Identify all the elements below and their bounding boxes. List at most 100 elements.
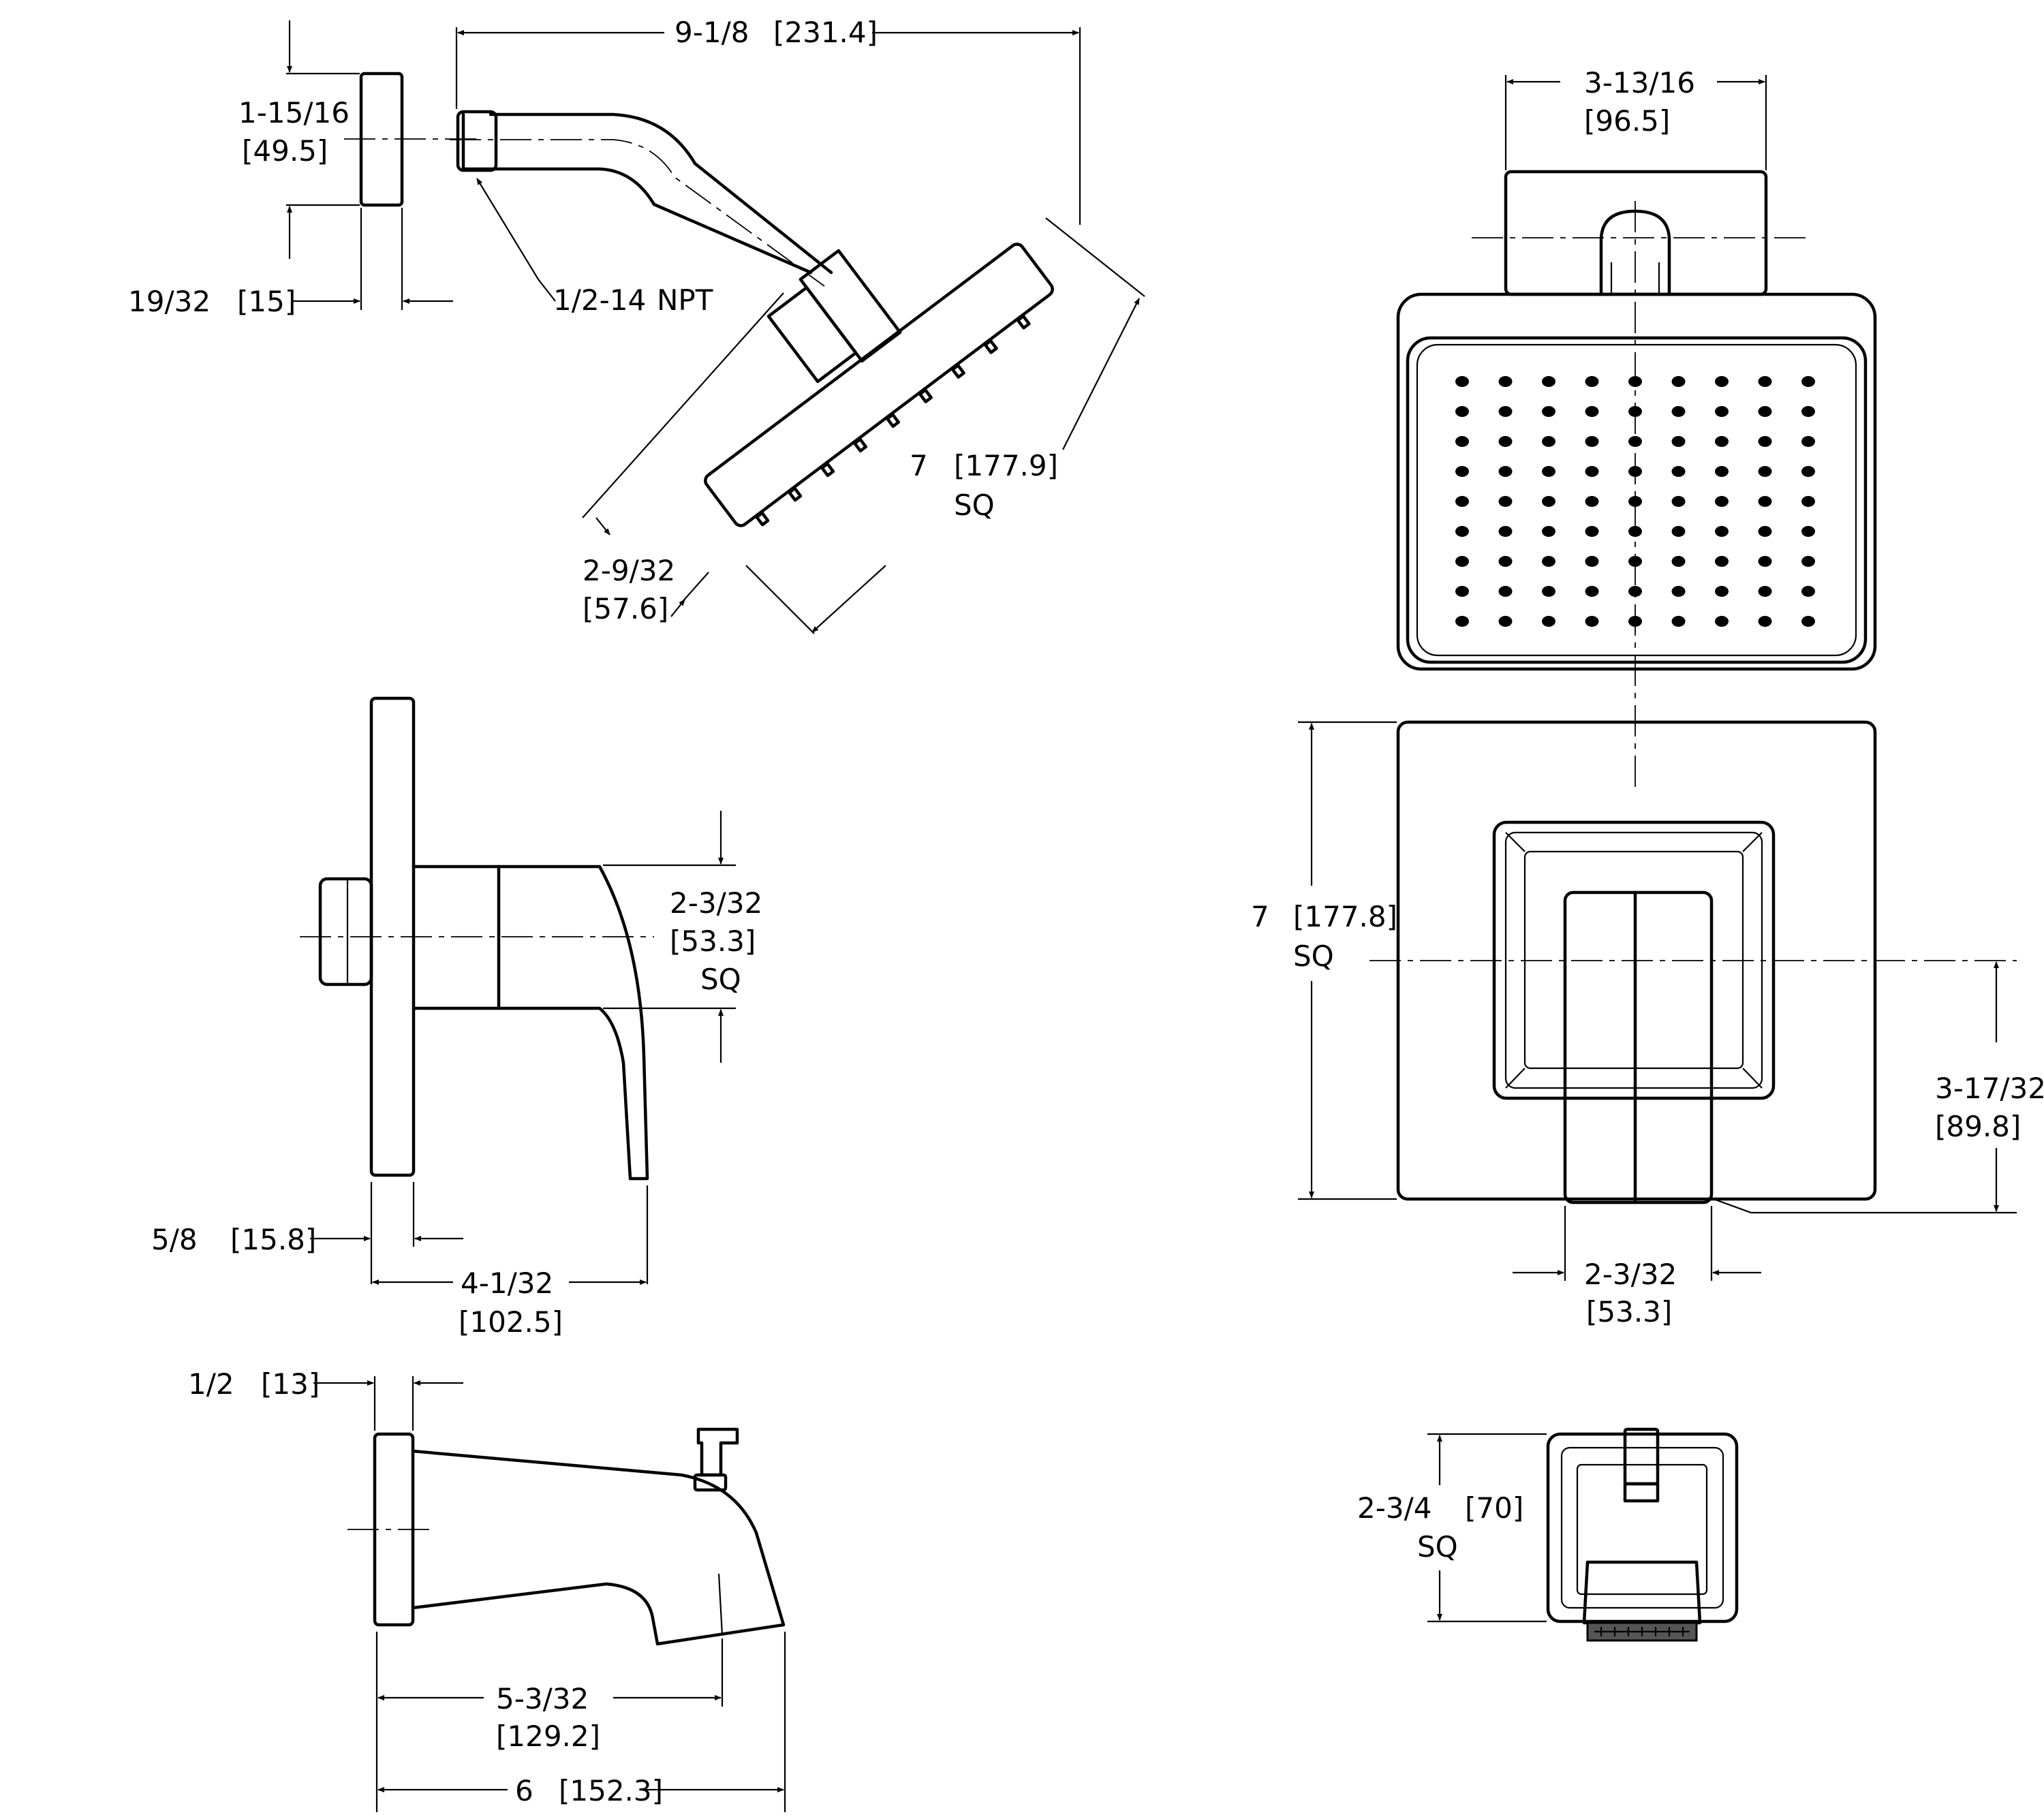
dim-plate-size: 7 [1251, 900, 1269, 933]
tub-spout-front-view: 2-3/4 [70] SQ [1357, 1427, 1739, 1642]
head-inner [1406, 336, 1868, 664]
dim-top-width-mm: [96.5] [1584, 104, 1670, 138]
dim-handle-drop: 3-17/32 [1935, 1072, 2044, 1105]
nozzle [1671, 556, 1686, 567]
dim-thread: 1/2-14 [553, 283, 646, 317]
nozzle [1628, 586, 1642, 597]
nozzle [1498, 586, 1513, 597]
diverter-knob [696, 1427, 739, 1477]
nozzle [1671, 436, 1686, 447]
tub-spout-side-view: 1/2 [13] 5-3/32 [129.2] 6 [152.3] [188, 1367, 786, 1812]
nozzle [1801, 406, 1815, 417]
nozzle [1498, 616, 1513, 627]
nozzle [1715, 496, 1729, 507]
nozzle [1542, 496, 1555, 507]
nozzle [1715, 526, 1729, 537]
dim-top-width: 3-13/16 [1584, 66, 1695, 99]
nozzle [1455, 586, 1469, 597]
shower-arm [461, 112, 813, 275]
nozzle [1455, 556, 1469, 567]
nozzle [1585, 406, 1599, 417]
nozzle-grid [1455, 376, 1815, 627]
nozzle [1671, 526, 1686, 537]
nozzle [1715, 436, 1729, 447]
nozzle [1542, 556, 1555, 567]
dim-arm-length-mm: [231.4] [773, 16, 878, 49]
dim-flange-depth: 19/32 [128, 285, 211, 318]
nozzle [1715, 406, 1729, 417]
nozzle [1801, 616, 1815, 627]
dim-handle-side-mm: [53.3] [670, 924, 756, 958]
nozzle [1455, 466, 1469, 477]
nozzle [1801, 466, 1815, 477]
head-outer [1396, 292, 1877, 671]
nozzle [1585, 496, 1599, 507]
nozzle [1671, 406, 1686, 417]
dim-flange-depth-mm: [15] [237, 285, 296, 318]
lever-handle-front [1563, 890, 1714, 1204]
dim-spout-flange: 1/2 [188, 1367, 234, 1401]
dim-handle-width: 2-3/32 [1584, 1258, 1677, 1291]
spout-body [411, 1449, 786, 1646]
nozzle [1671, 496, 1686, 507]
nozzle [1455, 526, 1469, 537]
dim-valve-depth: 4-1/32 [461, 1266, 553, 1300]
nozzle [1715, 376, 1729, 387]
dim-plate-depth-mm: [15.8] [230, 1223, 316, 1256]
dim-spout-overall: 6 [515, 1774, 533, 1807]
nozzle [1671, 616, 1686, 627]
dim-handle-side: 2-3/32 [670, 886, 762, 920]
spout-front-square [1546, 1432, 1739, 1623]
nozzle [1758, 406, 1772, 417]
dim-spout-reach: 5-3/32 [496, 1682, 589, 1715]
nozzle [1758, 526, 1772, 537]
valve-trim-side-view: 2-3/32 [53.3] SQ 5/8 [15.8] 4-1/32 [102.… [151, 696, 762, 1339]
dim-plate-size-mm: [177.8] [1293, 900, 1397, 933]
nozzle [1671, 466, 1686, 477]
nozzle [1498, 436, 1513, 447]
dim-spout-overall-mm: [152.3] [559, 1774, 663, 1807]
nozzle [1455, 436, 1469, 447]
nozzle [1801, 526, 1815, 537]
nozzle [1758, 436, 1772, 447]
nozzle [1801, 586, 1815, 597]
dim-plate-sq: SQ [1293, 939, 1334, 973]
nozzle [1801, 556, 1815, 567]
nozzle [1715, 586, 1729, 597]
nozzle [1498, 376, 1513, 387]
nozzle [1715, 466, 1729, 477]
nozzle [1671, 376, 1686, 387]
dim-flange-height: 1-15/16 [238, 96, 350, 129]
nozzle [1542, 526, 1555, 537]
nozzle [1455, 496, 1469, 507]
shower-arm-side-view: 9-1/8 [231.4] 1-15/16 [49.5] 19/32 [15] … [128, 16, 1145, 634]
dim-arm-length: 9-1/8 [675, 16, 749, 49]
dim-head-depth-mm: [57.6] [583, 592, 668, 625]
shower-head-front-view: 3-13/16 [96.5] [1396, 66, 1877, 790]
nozzle [1585, 616, 1599, 627]
nozzle [1498, 496, 1513, 507]
nozzle [1758, 616, 1772, 627]
nozzle [1498, 406, 1513, 417]
nozzle [1715, 556, 1729, 567]
dim-valve-depth-mm: [102.5] [459, 1305, 563, 1339]
nozzle [1585, 436, 1599, 447]
nozzle [1758, 496, 1772, 507]
nozzle-row [755, 314, 1031, 527]
dim-spout-reach-mm: [129.2] [496, 1720, 600, 1753]
dim-spout-front-sq: SQ [1417, 1530, 1458, 1564]
dim-handle-drop-mm: [89.8] [1935, 1110, 2021, 1143]
nozzle [1801, 436, 1815, 447]
dim-head-depth: 2-9/32 [583, 554, 675, 587]
dim-handle-width-mm: [53.3] [1586, 1295, 1672, 1328]
dim-head-sq: SQ [954, 488, 995, 522]
dim-thread-type: NPT [657, 283, 713, 317]
nozzle [1455, 376, 1469, 387]
nozzle [1671, 586, 1686, 597]
shower-head [704, 243, 1054, 527]
dim-handle-side-sq: SQ [700, 963, 741, 996]
nozzle [1542, 376, 1555, 387]
nozzle [1542, 406, 1555, 417]
nozzle [1498, 526, 1513, 537]
